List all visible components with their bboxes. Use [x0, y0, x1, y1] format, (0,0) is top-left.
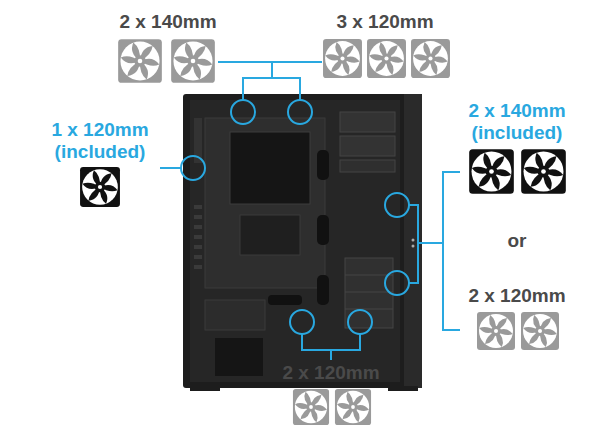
pc-case — [194, 215, 202, 219]
fan-icons — [411, 39, 450, 78]
fan-icons — [477, 312, 515, 350]
pc-case — [190, 100, 400, 382]
callout-lines — [385, 271, 409, 295]
pc-case — [317, 150, 329, 180]
fan-count-text: 3 x 120mm — [336, 11, 433, 32]
callout-lines — [302, 334, 360, 350]
callout-lines — [271, 62, 273, 78]
callout-lines — [160, 167, 181, 169]
fan-icons — [80, 39, 566, 425]
pc-case — [194, 245, 202, 249]
pc-case — [194, 225, 202, 229]
pc-case — [194, 205, 202, 269]
fan-icons — [80, 167, 120, 207]
callout-lines — [409, 205, 418, 283]
pc-case — [194, 205, 202, 209]
pc-case — [240, 215, 300, 255]
pc-case — [340, 160, 395, 172]
fan-count-label: 2 x 120mm — [468, 285, 565, 307]
pc-case — [268, 295, 302, 305]
fan-count-text: 1 x 120mm (included) — [51, 119, 148, 162]
fan-icons — [171, 39, 215, 83]
fan-count-text: 2 x 140mm (included) — [468, 100, 565, 143]
pc-case — [412, 239, 415, 242]
fan-icons — [521, 149, 566, 194]
callout-lines — [330, 350, 332, 360]
pc-case — [345, 275, 393, 276]
pc-case — [345, 292, 393, 293]
fan-icons — [469, 149, 514, 194]
callout-lines — [385, 193, 409, 217]
pc-case — [183, 94, 421, 388]
pc-case — [194, 235, 202, 239]
callout-lines — [160, 62, 460, 360]
pc-case — [205, 300, 265, 330]
fan-icons — [118, 39, 162, 83]
fan-count-label: or — [508, 230, 527, 252]
fan-count-label: 2 x 120mm — [282, 362, 379, 384]
fan-count-text: 2 x 120mm — [468, 285, 565, 306]
fan-icons — [367, 39, 406, 78]
pc-case — [194, 265, 202, 269]
fan-count-text: or — [508, 230, 527, 251]
callout-lines — [231, 100, 255, 124]
pc-case — [388, 386, 418, 391]
callout-lines — [181, 156, 205, 180]
callout-lines — [348, 310, 372, 334]
pc-case — [230, 132, 310, 204]
callout-lines — [288, 100, 312, 124]
pc-case — [412, 245, 415, 248]
fan-icons — [323, 39, 362, 78]
callout-lines — [290, 310, 314, 334]
fan-count-label: 3 x 120mm — [336, 11, 433, 33]
pc-case — [190, 386, 220, 391]
pc-case — [205, 118, 325, 288]
pc-case — [404, 94, 422, 388]
callout-lines — [418, 242, 443, 244]
callout-lines — [243, 78, 300, 100]
fan-count-text: 2 x 140mm — [119, 11, 216, 32]
fan-count-text: 2 x 120mm — [282, 362, 379, 383]
callout-lines — [218, 61, 322, 63]
pc-case — [317, 215, 329, 245]
pc-case — [345, 309, 393, 310]
pc-case — [317, 275, 329, 305]
fan-icons — [521, 312, 559, 350]
fan-count-label: 1 x 120mm (included) — [35, 119, 165, 163]
pc-case — [345, 258, 393, 328]
pc-case — [340, 136, 395, 156]
pc-case — [340, 112, 395, 132]
fan-icons — [335, 389, 371, 425]
fan-count-label: 2 x 140mm — [119, 11, 216, 33]
callout-lines — [443, 172, 460, 330]
pc-case — [183, 94, 422, 391]
fan-icons — [293, 389, 329, 425]
pc-case — [215, 338, 263, 376]
fan-count-label: 2 x 140mm (included) — [452, 100, 582, 144]
pc-case — [194, 255, 202, 259]
